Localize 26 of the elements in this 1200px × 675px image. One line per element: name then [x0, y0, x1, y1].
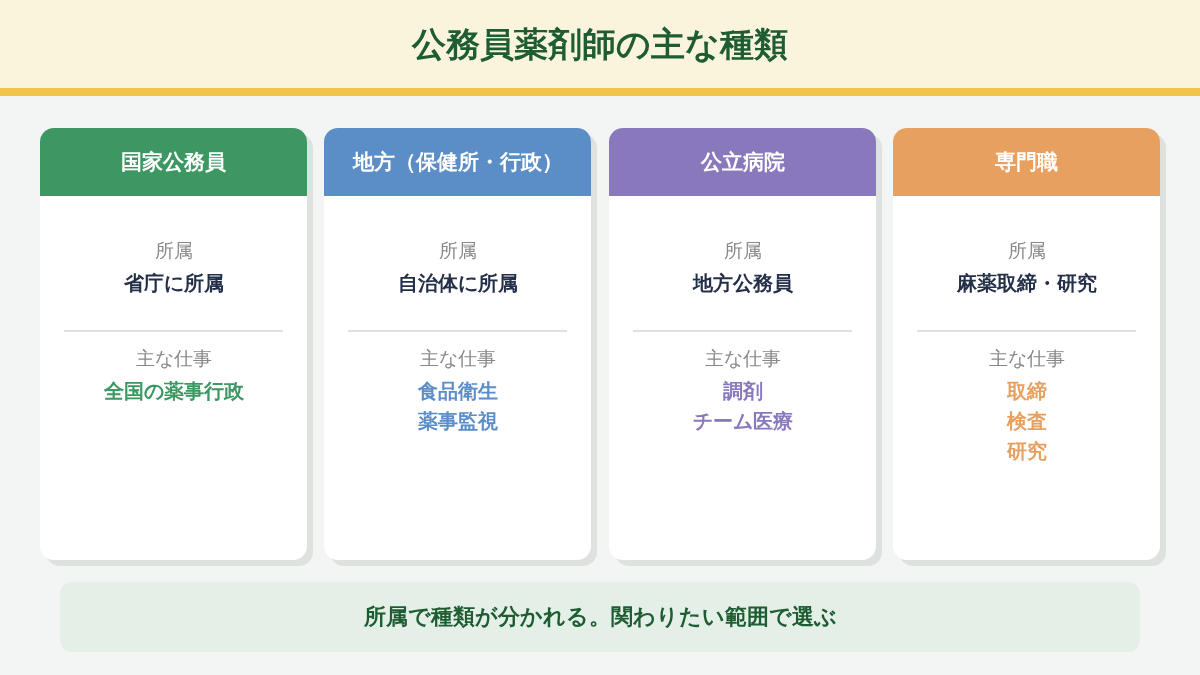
card-header: 地方（保健所・行政）: [324, 128, 591, 196]
field-label: 所属: [153, 238, 194, 263]
card-header: 専門職: [893, 128, 1160, 196]
duty-item: 薬事監視: [416, 408, 499, 435]
duty-item: 取締: [1005, 378, 1048, 405]
field-value: 省庁に所属: [122, 270, 225, 297]
duty-item: 研究: [1005, 438, 1048, 465]
field-label: 所属: [1006, 238, 1047, 263]
field-label: 所属: [437, 238, 478, 263]
field-label: 所属: [722, 238, 763, 263]
duty-item: チーム医療: [691, 408, 794, 435]
duty-item: 食品衛生: [416, 378, 499, 405]
field-label: 主な仕事: [703, 346, 782, 371]
duty-item: 調剤: [721, 378, 764, 405]
duty-item: 検査: [1005, 408, 1048, 435]
card-header: 公立病院: [609, 128, 876, 196]
duty-item: 全国の薬事行政: [102, 378, 245, 405]
field-label: 主な仕事: [134, 346, 213, 371]
summary-text: 所属で種類が分かれる。関わりたい範囲で選ぶ: [362, 603, 838, 631]
field-value: 麻薬取締・研究: [955, 270, 1098, 297]
field-value: 自治体に所属: [396, 270, 519, 297]
field-value: 地方公務員: [691, 270, 794, 297]
title-text: 公務員薬剤師の主な種類: [410, 23, 789, 66]
field-label: 主な仕事: [987, 346, 1066, 371]
field-label: 主な仕事: [418, 346, 497, 371]
card-header: 国家公務員: [40, 128, 307, 196]
